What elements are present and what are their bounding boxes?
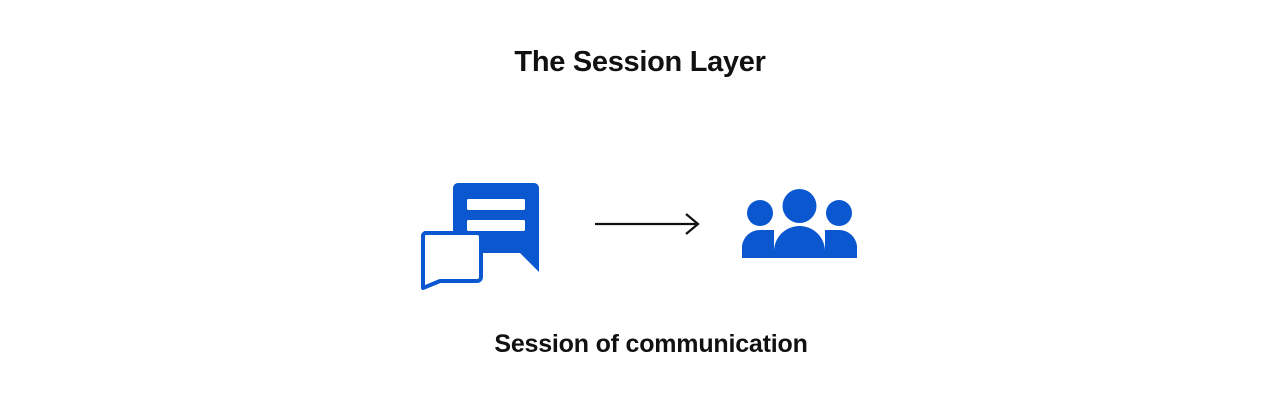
chat-bubbles-icon <box>415 176 545 292</box>
page-title: The Session Layer <box>514 46 766 78</box>
arrow-right-icon <box>588 206 708 244</box>
person-right-shape <box>825 200 857 258</box>
people-group-icon <box>738 188 862 264</box>
person-center-shape <box>774 189 825 258</box>
diagram-caption: Session of communication <box>0 328 1280 360</box>
person-left-shape <box>742 200 774 258</box>
diagram-caption-text: Session of communication <box>494 330 808 358</box>
outlined-bubble-shape <box>420 231 483 290</box>
